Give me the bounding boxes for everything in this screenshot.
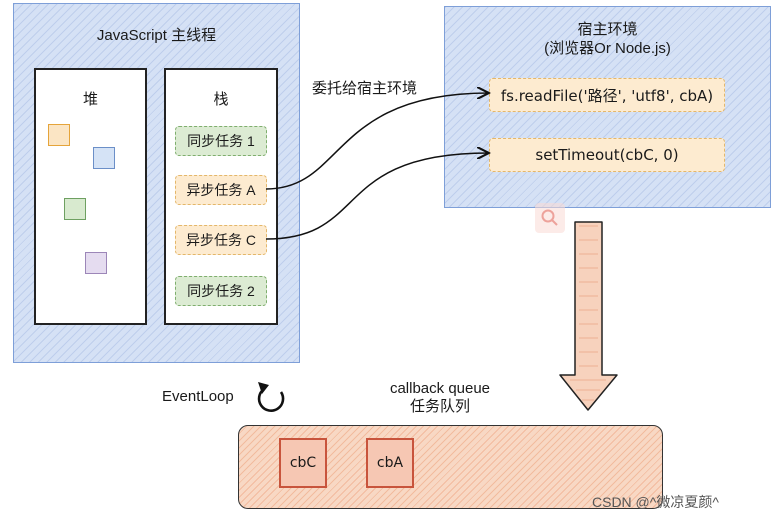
host-title-text: 宿主环境 xyxy=(577,21,638,38)
watermark: CSDN @^微凉夏颜^ xyxy=(592,494,719,510)
event-loop-label: EventLoop xyxy=(162,388,234,405)
connector-async-a-to-readfile xyxy=(265,93,489,190)
heap-label: 堆 xyxy=(82,91,98,108)
search-icon xyxy=(535,203,565,233)
heap-object-orange xyxy=(48,124,70,146)
queue-item-cba: cbA xyxy=(366,438,414,488)
stack-task-sync-1: 同步任务 1 xyxy=(175,126,267,156)
delegate-label: 委托给宿主环境 xyxy=(312,80,418,97)
host-task-settimeout: setTimeout(cbC, 0) xyxy=(489,138,725,172)
stack-task-async-c: 异步任务 C xyxy=(175,225,267,255)
host-subtitle-text: (浏览器Or Node.js) xyxy=(544,40,671,57)
down-arrow-icon xyxy=(559,221,618,411)
callback-queue-title: callback queue 任务队列 xyxy=(370,380,510,416)
heap-object-purple xyxy=(85,252,107,274)
stack-task-sync-2: 同步任务 2 xyxy=(175,276,267,306)
connector-async-c-to-settimeout xyxy=(265,153,489,240)
heap-panel: 堆 xyxy=(34,68,147,325)
heap-object-blue xyxy=(93,147,115,169)
stack-label: 栈 xyxy=(213,91,229,108)
heap-object-green xyxy=(64,198,86,220)
loop-arrow-icon xyxy=(257,382,285,412)
stack-task-async-a: 异步任务 A xyxy=(175,175,267,205)
callback-queue-title-text: callback queue xyxy=(389,380,491,397)
js-main-thread-title: JavaScript 主线程 xyxy=(96,27,217,44)
queue-item-cbc: cbC xyxy=(279,438,327,488)
callback-queue-subtitle-text: 任务队列 xyxy=(409,398,470,415)
host-environment-title: 宿主环境 (浏览器Or Node.js) xyxy=(444,20,771,58)
host-task-readfile: fs.readFile('路径', 'utf8', cbA) xyxy=(489,78,725,112)
